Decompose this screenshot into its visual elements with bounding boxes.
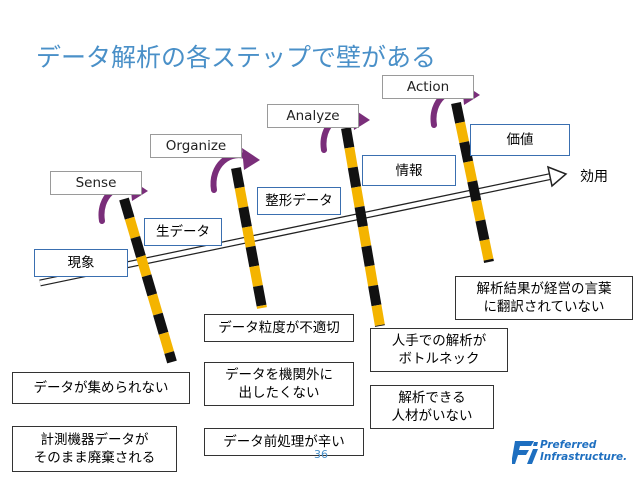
pole-sense-segment [147,293,163,316]
pole-sense-segment [153,312,169,335]
pole-action-segment [479,239,494,261]
pole-analyze [341,127,385,327]
logo-text-line1: Preferred [540,439,597,451]
barrier-not-translated-line2: に翻訳されていない [483,299,605,315]
barrier-data-discarded: 計測機器データが そのまま廃棄される [12,426,177,472]
pole-action-segment [455,121,470,144]
barrier-no-analysts-line2: 人材がいない [391,408,473,424]
pole-sense-segment [141,274,158,297]
pole-organize [231,167,267,309]
pole-sense-segment [130,235,146,258]
barrier-no-analysts-line1: 解析できる [398,390,466,406]
pole-action-segment [459,141,474,163]
step-organize-label: Organize [150,134,242,158]
step-sense-label: Sense [50,171,142,195]
barrier-manual-analysis-bottleneck: 人手での解析が ボトルネック [370,328,508,372]
pole-analyze-segment [364,265,379,287]
pole-sense-segment [164,351,177,364]
step-analyze-label: Analyze [267,104,359,128]
barrier-data-discarded-line2: そのまま廃棄される [33,450,156,466]
barrier-no-analysts: 解析できる 人材がいない [370,385,494,429]
pole-organize-segment [231,167,245,189]
pole-organize-segment [252,285,267,307]
value-raw-data-box: 生データ [144,218,222,246]
pole-action-segment [467,180,482,202]
pole-analyze-segment [361,245,375,267]
barrier-not-translated-line1: 解析結果が経営の言葉 [476,281,612,297]
logo-mark-icon [512,441,538,464]
pole-sense-segment [158,331,174,354]
pole-analyze-segment [371,304,385,326]
page-number: 36 [314,448,328,461]
value-value-box: 価値 [470,124,570,156]
value-information-box: 情報 [362,155,456,186]
slide-title: データ解析の各ステップで壁がある [36,43,437,72]
pole-action [451,101,494,264]
pole-organize-segment [245,245,260,268]
pole-analyze-segment [351,186,365,208]
barrier-manual-analysis-line2: ボトルネック [398,351,480,367]
company-logo: Preferred Infrastructure. [512,437,632,467]
pole-action-segment [451,101,465,124]
pole-organize-segment [242,226,256,248]
barrier-data-stays-inside-line1: データを機関外に [225,367,333,383]
step-action-label: Action [382,75,474,99]
pole-action-segment [471,199,486,222]
utility-axis-label: 効用 [580,169,608,185]
barrier-manual-analysis-line1: 人手での解析が [391,333,487,349]
barrier-not-translated: 解析結果が経営の言葉 に翻訳されていない [455,276,633,320]
pole-sense-segment [124,216,141,239]
pole-analyze-segment [344,146,358,169]
pole-sense [119,197,177,364]
barrier-data-stays-inside: データを機関外に 出したくない [204,362,354,406]
pole-analyze-segment [357,225,372,248]
pole-organize-segment [238,206,252,228]
curl-arrow-organize-icon [210,148,260,193]
barrier-data-discarded-line1: 計測機器データが [40,432,149,448]
pole-action-segment [463,160,478,183]
pole-analyze-segment [354,205,368,228]
pole-sense-segment [119,197,135,220]
logo-text-line2: Infrastructure. [540,451,628,463]
pole-analyze-segment [341,127,355,149]
value-phenomenon-box: 現象 [34,249,128,277]
barrier-data-stays-inside-line2: 出したくない [238,385,320,401]
pole-organize-segment [234,186,249,209]
pole-action-segment [475,219,490,242]
pole-organize-segment [249,265,263,287]
barrier-granularity-inappropriate: データ粒度が不適切 [204,314,354,342]
curl-arrow-organize-head [242,148,260,170]
value-formatted-data-box: 整形データ [257,187,341,215]
barrier-preprocessing-hard: データ前処理が辛い [204,428,364,456]
barrier-cannot-collect-data: データが集められない [12,372,190,404]
logo-text: Preferred Infrastructure. [540,439,627,463]
pole-analyze-segment [347,166,362,188]
pole-analyze-segment [368,284,382,307]
pole-sense-segment [136,255,152,278]
